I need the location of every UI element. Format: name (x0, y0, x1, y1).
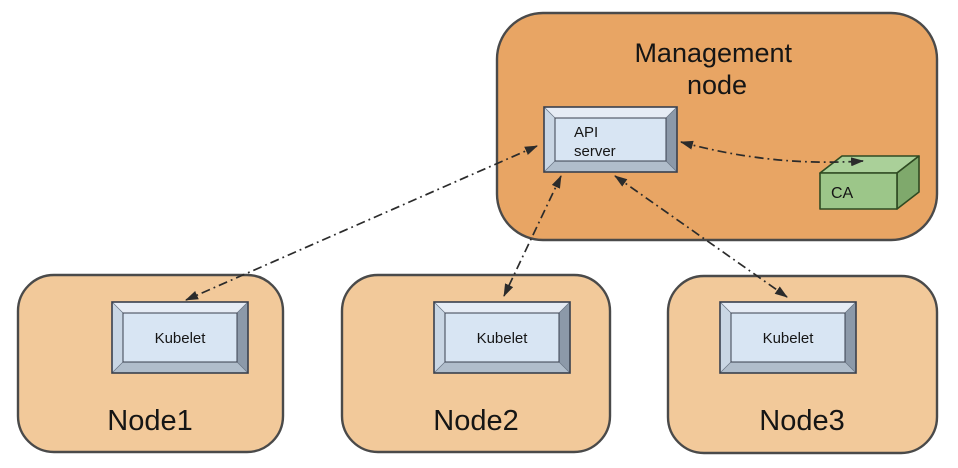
kubelet2-bevel-bottom (433, 361, 571, 374)
node2-label: Node2 (433, 405, 518, 437)
kubelet2-bevel-top (433, 301, 571, 314)
node3-kubelet-box: Kubelet (719, 301, 857, 374)
ca-front-face (819, 172, 898, 210)
management-node-label-line1: Management (634, 38, 792, 68)
node1: Kubelet Node1 (16, 273, 285, 454)
kubelet2-label: Kubelet (477, 330, 529, 347)
kubelet2-outline (433, 301, 571, 374)
kubelet3-face (730, 312, 846, 363)
node3: Kubelet Node3 (666, 274, 939, 455)
kubelet3-bevel-top (719, 301, 857, 314)
kubelet1-bevel-bottom (111, 361, 249, 374)
node3-label: Node3 (759, 405, 844, 437)
kubelet3-bevel-right (844, 301, 857, 374)
kubelet1-outline (111, 301, 249, 374)
api-server-label-line2: server (574, 143, 616, 160)
kubelet3-bevel-left (719, 301, 732, 374)
kubelet3-outline (719, 301, 857, 374)
api-server-label-line1: API (574, 124, 598, 141)
api-server-label: API server (574, 124, 616, 160)
management-node: Management node API server CA (495, 11, 939, 242)
management-node-label: Management node (634, 38, 799, 100)
connector-api-ca (680, 140, 864, 167)
node1-kubelet-box: Kubelet (111, 301, 249, 374)
kubelet3-bevel-bottom (719, 361, 857, 374)
node1-label: Node1 (107, 405, 192, 437)
ca-label: CA (831, 185, 854, 202)
kubelet3-label: Kubelet (763, 330, 815, 347)
kubelet1-bevel-left (111, 301, 124, 374)
kubelet1-bevel-right (236, 301, 249, 374)
kubelet1-bevel-top (111, 301, 249, 314)
kubelet2-bevel-right (558, 301, 571, 374)
node2: Kubelet Node2 (340, 273, 612, 454)
connections (185, 140, 864, 301)
kubelet1-face (122, 312, 238, 363)
api-server-box: API server (543, 106, 678, 173)
api-server-bevel-bottom (543, 160, 678, 173)
kubelet2-bevel-left (433, 301, 446, 374)
node2-kubelet-box: Kubelet (433, 301, 571, 374)
api-server-outline (543, 106, 678, 173)
kubelet2-face (444, 312, 560, 363)
connector-api-kubelet2 (503, 175, 562, 297)
management-node-label-line2: node (687, 70, 747, 100)
connector-api-kubelet3 (614, 175, 788, 298)
kubelet1-label: Kubelet (155, 330, 207, 347)
api-server-face (554, 117, 667, 162)
ca-box: CA (819, 155, 920, 210)
api-server-bevel-top (543, 106, 678, 119)
connector-api-kubelet1 (185, 145, 538, 301)
